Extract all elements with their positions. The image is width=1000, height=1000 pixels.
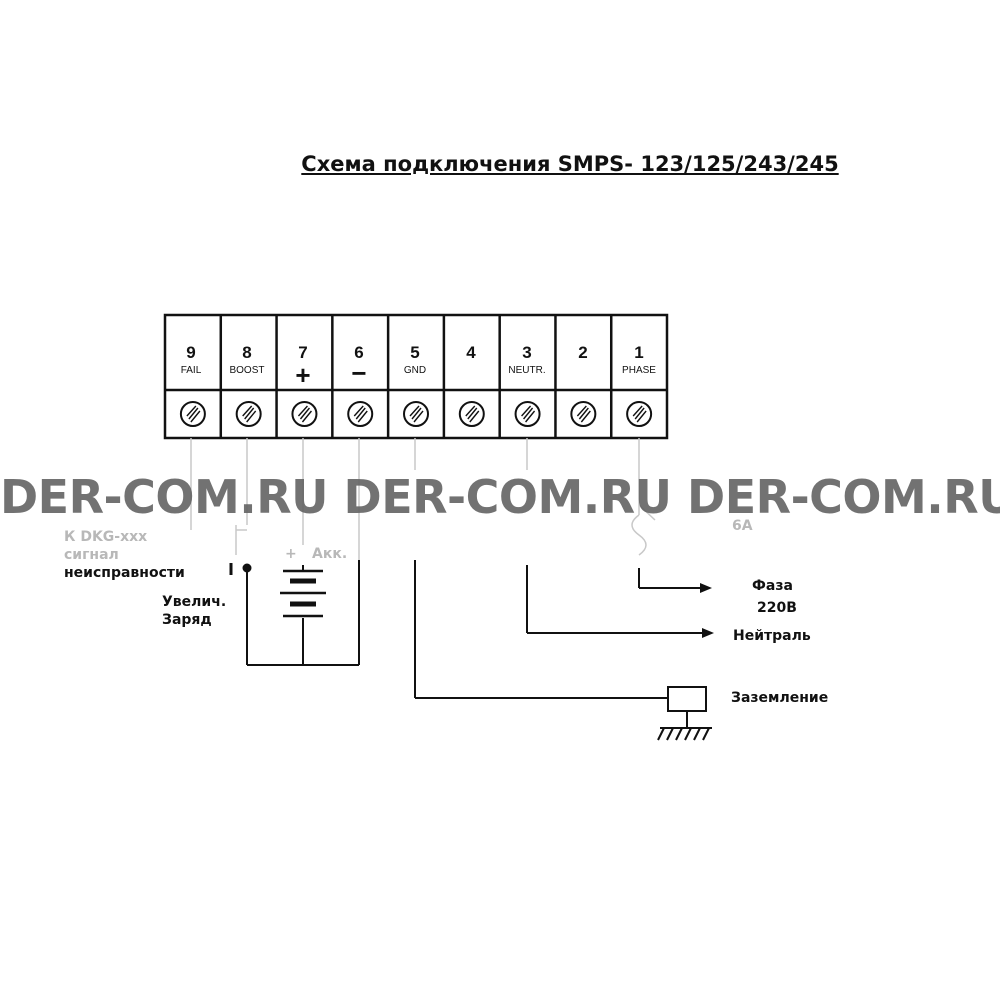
- terminal-6-number: 6: [354, 343, 364, 362]
- terminal-1-label: PHASE: [622, 365, 656, 376]
- fuse-lead: [638, 504, 656, 521]
- terminal-5-label: GND: [403, 365, 427, 376]
- wires: [229, 560, 710, 699]
- terminal-3-number: 3: [522, 343, 532, 362]
- terminal-7-plus-symbol: +: [295, 360, 311, 390]
- terminal-dividers: [219, 315, 613, 438]
- terminal-3-label: NEUTR.: [508, 365, 546, 376]
- boost-label-line2: Заряд: [162, 612, 212, 628]
- boost-label-line1: Увелич.: [162, 594, 227, 610]
- terminal-4-number: 4: [466, 343, 476, 362]
- terminal-8-label: BOOST: [229, 365, 265, 376]
- terminal-9-number: 9: [186, 343, 196, 362]
- terminal-screw: [235, 401, 262, 427]
- terminal-screw: [570, 401, 597, 427]
- phase-label-line1: Фаза: [752, 578, 793, 594]
- terminal-2-number: 2: [578, 343, 588, 362]
- battery-label: Акк.: [312, 546, 348, 562]
- terminal-screw: [626, 401, 653, 427]
- ground-symbol: [657, 686, 712, 741]
- terminal-screw: [179, 401, 206, 427]
- fuse-symbol: [631, 514, 647, 556]
- diagram-title: Схема подключения SMPS- 123/125/243/245: [301, 152, 839, 176]
- dkg-label-line3: неисправности: [64, 565, 185, 581]
- battery-plus-label: +: [285, 546, 297, 562]
- terminal-screw: [458, 401, 485, 427]
- terminal-7-number: 7: [298, 343, 308, 362]
- fuse-rating-label: 6A: [732, 518, 753, 534]
- battery-symbol: [280, 569, 326, 618]
- neutral-arrowhead: [702, 628, 714, 638]
- terminal-6-minus-symbol: −: [351, 358, 367, 388]
- arrowheads: [700, 583, 714, 638]
- watermark-text: DER-COM.RU DER-COM.RU DER-COM.RU: [0, 470, 1000, 524]
- terminal-screw: [291, 401, 318, 427]
- dkg-label-line1: К DKG-xxx: [64, 529, 148, 545]
- ground-label: Заземление: [731, 690, 829, 706]
- faint-wires: [190, 438, 656, 560]
- phase-label-line2: 220В: [757, 600, 797, 616]
- terminal-screws: [179, 401, 653, 427]
- neutral-label: Нейтраль: [733, 628, 811, 644]
- terminal-8-number: 8: [242, 343, 252, 362]
- terminal-screw: [347, 401, 374, 427]
- terminal-9-label: FAIL: [180, 365, 202, 376]
- terminal-screw: [514, 401, 541, 427]
- terminal-5-number: 5: [410, 343, 420, 362]
- terminal-block: [163, 313, 669, 440]
- terminal-1-number: 1: [634, 343, 644, 362]
- terminal-block-frame: [163, 313, 669, 440]
- terminal-screw: [403, 401, 430, 427]
- phase-arrowhead: [700, 583, 712, 593]
- dkg-label-line2: сигнал: [64, 547, 119, 563]
